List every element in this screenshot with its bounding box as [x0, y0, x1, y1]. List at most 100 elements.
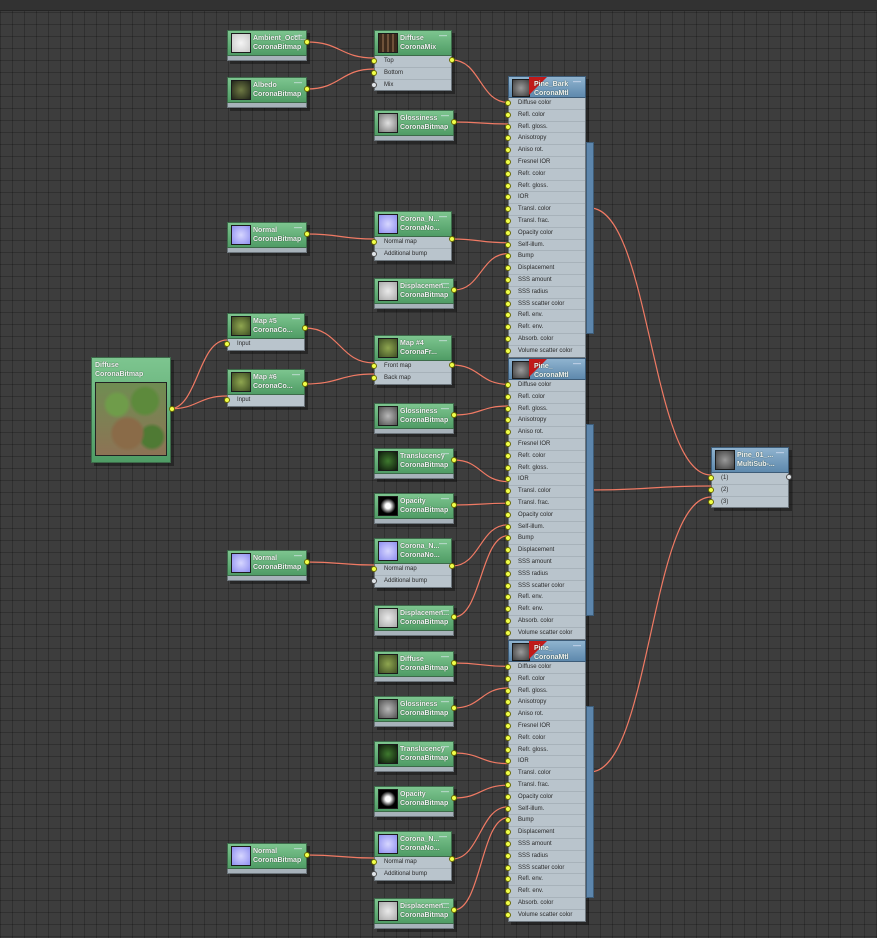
input-port[interactable]	[505, 429, 511, 436]
input-port[interactable]	[505, 158, 511, 165]
input-port[interactable]	[505, 829, 511, 836]
material-slot[interactable]: Self-illum.	[505, 802, 585, 815]
minimize-icon[interactable]: —	[441, 111, 449, 120]
input-port[interactable]	[505, 711, 511, 718]
input-port[interactable]	[224, 341, 230, 347]
output-port[interactable]	[449, 57, 455, 63]
input-port[interactable]	[505, 276, 511, 283]
input-port[interactable]	[505, 722, 511, 729]
input-slot[interactable]: (1)	[708, 473, 788, 484]
material-slot[interactable]: Refr. color	[505, 167, 585, 180]
material-slot[interactable]: Refr. gloss.	[505, 179, 585, 192]
material-slot[interactable]: IOR	[505, 755, 585, 767]
input-slot[interactable]: (3)	[708, 495, 788, 508]
input-port[interactable]	[505, 629, 511, 636]
input-port[interactable]	[505, 440, 511, 447]
material-slot[interactable]: Transl. color	[505, 485, 585, 497]
material-slot[interactable]: Refl. gloss.	[505, 120, 585, 133]
minimize-icon[interactable]: —	[294, 844, 302, 853]
material-slot[interactable]: Diffuse color	[505, 662, 585, 673]
input-port[interactable]	[505, 594, 511, 601]
input-port[interactable]	[371, 58, 377, 64]
material-slot[interactable]: Displacement	[505, 826, 585, 838]
input-port[interactable]	[505, 464, 511, 471]
input-port[interactable]	[505, 746, 511, 753]
input-port[interactable]	[505, 781, 511, 788]
material-slot[interactable]: Aniso rot.	[505, 426, 585, 438]
input-port[interactable]	[505, 734, 511, 741]
input-port[interactable]	[505, 664, 511, 670]
material-slot[interactable]: Transl. frac.	[505, 214, 585, 227]
input-port[interactable]	[505, 147, 511, 154]
material-slot[interactable]: Volume scatter color	[505, 908, 585, 921]
output-port[interactable]	[451, 412, 457, 418]
node-header[interactable]: Displacemen...CoronaBitmap—	[374, 898, 454, 924]
material-slot[interactable]: Transl. frac.	[505, 496, 585, 509]
material-slot[interactable]: Refr. env.	[505, 603, 585, 615]
material-slot[interactable]: Transl. color	[505, 767, 585, 779]
minimize-icon[interactable]: —	[294, 223, 302, 232]
bitmap-node-disp2[interactable]: Displacemen...CoronaBitmap—	[374, 605, 457, 636]
material-slot[interactable]: Volume scatter color	[505, 626, 585, 639]
bitmap-node-disp1[interactable]: Displacemen...CoronaBitmap—	[374, 278, 457, 309]
minimize-icon[interactable]: —	[294, 551, 302, 560]
input-port[interactable]	[505, 805, 511, 812]
input-slot[interactable]: Bottom	[371, 66, 451, 79]
input-port[interactable]	[505, 570, 511, 577]
minimize-icon[interactable]: —	[294, 31, 302, 40]
material-slot[interactable]: Refl. env.	[505, 873, 585, 885]
node-header[interactable]: Corona_N...CoronaNo...—	[374, 211, 452, 237]
minimize-icon[interactable]: —	[439, 539, 447, 548]
material-slot[interactable]: Diffuse color	[505, 380, 585, 391]
output-port[interactable]	[451, 614, 457, 620]
material-slot[interactable]: Refr. gloss.	[505, 461, 585, 474]
output-port[interactable]	[451, 119, 457, 125]
output-port[interactable]	[304, 559, 310, 565]
material-slot[interactable]: SSS radius	[505, 849, 585, 862]
material-slot[interactable]: Displacement	[505, 544, 585, 556]
input-slot[interactable]: Normal map	[371, 237, 451, 248]
input-port[interactable]	[371, 870, 377, 877]
input-port[interactable]	[505, 347, 511, 354]
input-port[interactable]	[371, 239, 377, 245]
input-port[interactable]	[505, 535, 511, 542]
minimize-icon[interactable]: —	[441, 899, 449, 908]
input-port[interactable]	[505, 488, 511, 495]
output-port[interactable]	[302, 325, 308, 331]
material-slot[interactable]: Self-illum.	[505, 238, 585, 251]
input-slot[interactable]: Input	[224, 339, 304, 350]
input-port[interactable]	[505, 675, 511, 682]
input-port[interactable]	[505, 123, 511, 130]
material-slot[interactable]: Refl. gloss.	[505, 402, 585, 415]
material-slot[interactable]: Bump	[505, 814, 585, 826]
material-slot[interactable]: Anisotropy	[505, 696, 585, 708]
material-slot[interactable]: Refr. env.	[505, 321, 585, 333]
material-slot[interactable]: Bump	[505, 532, 585, 544]
input-port[interactable]	[505, 770, 511, 777]
material-slot[interactable]: Absorb. color	[505, 614, 585, 627]
input-port[interactable]	[505, 417, 511, 424]
material-slot[interactable]: Opacity color	[505, 790, 585, 803]
material-slot[interactable]: Fresnel IOR	[505, 437, 585, 450]
input-slot[interactable]: Input	[224, 395, 304, 406]
material-slot[interactable]: SSS scatter color	[505, 297, 585, 310]
output-port[interactable]	[449, 563, 455, 569]
material-slot[interactable]: Transl. frac.	[505, 778, 585, 791]
input-port[interactable]	[505, 324, 511, 331]
input-port[interactable]	[505, 511, 511, 518]
minimize-icon[interactable]: —	[441, 404, 449, 413]
material-slot[interactable]: SSS scatter color	[505, 861, 585, 874]
material-slot[interactable]: Fresnel IOR	[505, 155, 585, 168]
output-port[interactable]	[786, 474, 792, 480]
material-header[interactable]: Pine_CoronaMtl—	[508, 358, 586, 380]
input-port[interactable]	[505, 206, 511, 213]
